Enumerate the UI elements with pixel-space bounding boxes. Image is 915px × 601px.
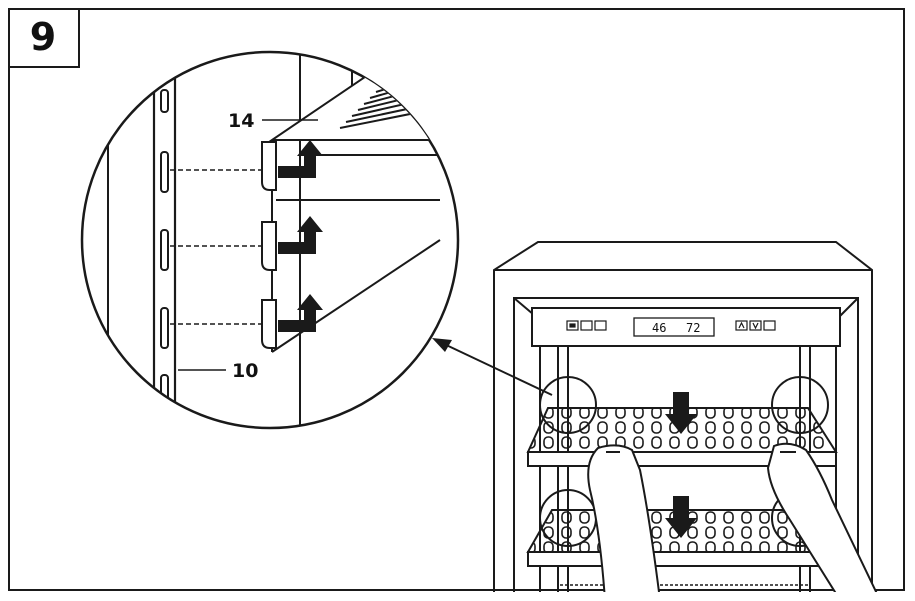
display-left-temp: 46 [652, 321, 666, 335]
step-number-box: 9 [8, 8, 80, 68]
shelf-callout-label: 14 [228, 110, 254, 132]
step-number: 9 [29, 15, 57, 59]
hook-arrow-icon [278, 140, 323, 332]
panel-buttons-right [735, 320, 776, 331]
detail-pointer-arrow [432, 338, 553, 396]
rail-callout-label: 10 [232, 360, 258, 382]
shelf-hooks [261, 141, 277, 349]
control-panel [531, 307, 841, 347]
panel-buttons-left [566, 320, 607, 331]
alignment-lines [170, 169, 262, 325]
hands [587, 442, 878, 592]
wine-cooler: 46 72 [493, 241, 878, 592]
magnified-detail: 14 10 [80, 50, 460, 430]
display-right-temp: 72 [686, 321, 700, 335]
side-rail [152, 52, 177, 428]
figure-frame [8, 8, 905, 591]
down-arrow-icon [665, 392, 697, 538]
temperature-display [633, 317, 715, 337]
